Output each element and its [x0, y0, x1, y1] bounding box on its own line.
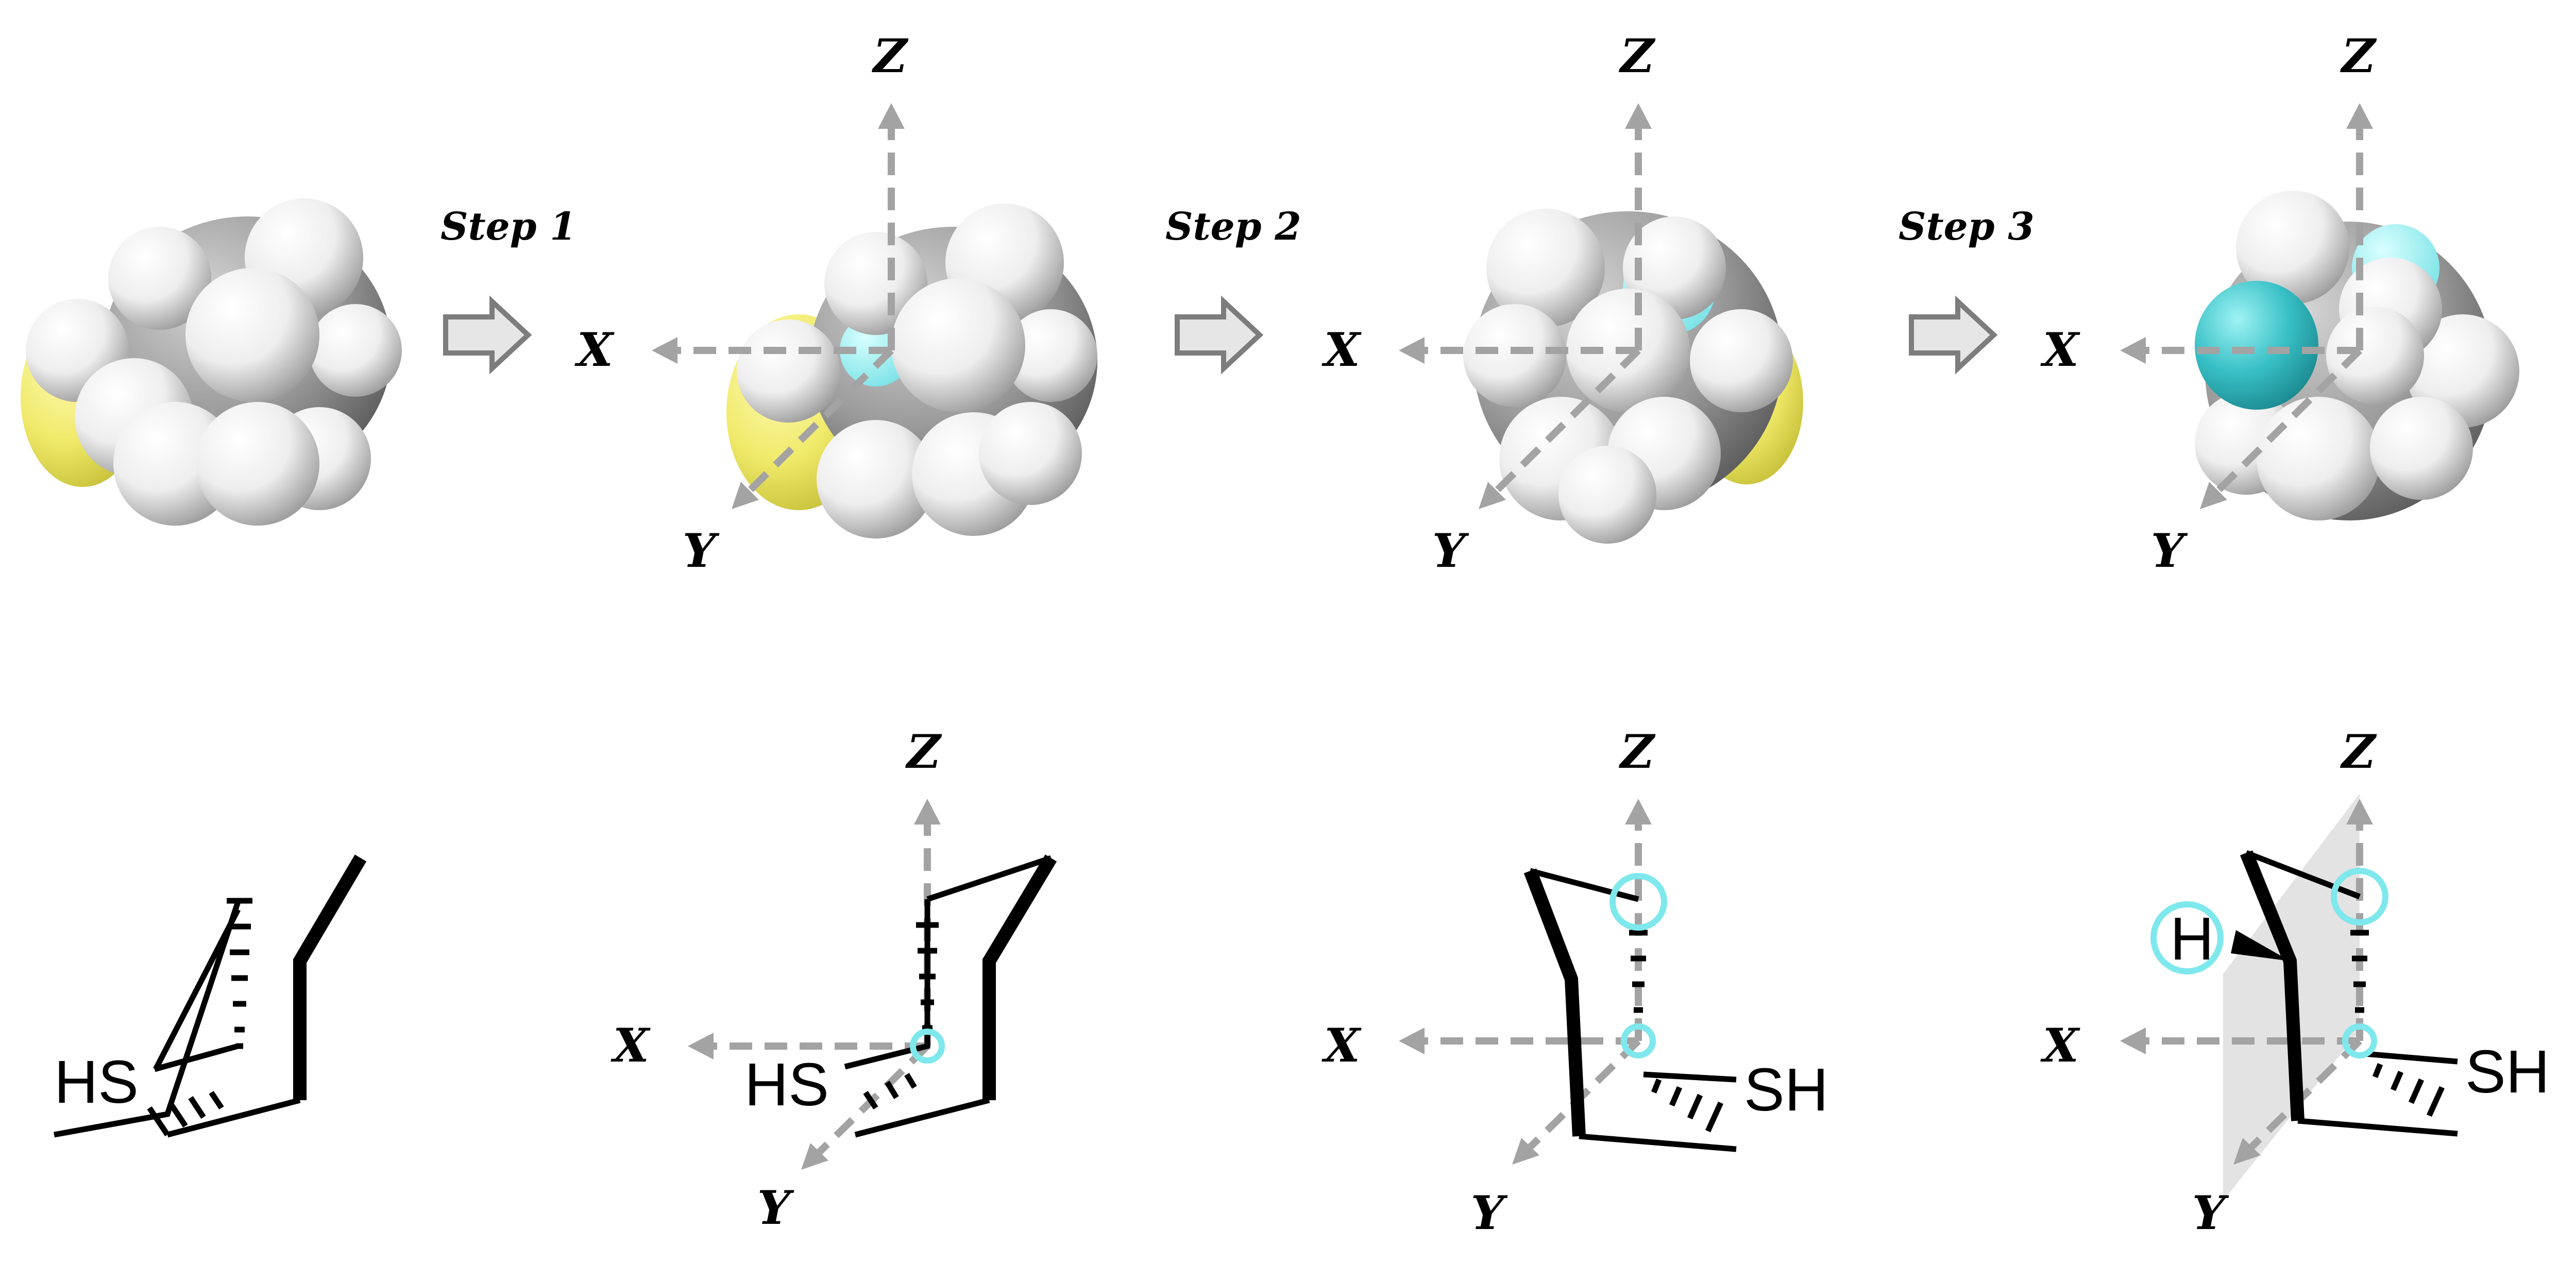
- axis-z-label: Z: [1619, 725, 1656, 779]
- axis-z-label: Z: [905, 725, 942, 779]
- line-structure-3: [1399, 799, 1737, 1165]
- axis-y-label: Y: [1432, 524, 1469, 578]
- axis-z-label: Z: [2340, 29, 2377, 83]
- step-3-arrow: [1909, 295, 1998, 375]
- stereocenter-marker: [1621, 1023, 1656, 1058]
- axis-z-label: Z: [1619, 29, 1656, 83]
- atom-label-hs: HS: [744, 1051, 829, 1119]
- step-2-arrow: [1175, 295, 1264, 375]
- axis-y-label: Y: [1471, 1186, 1508, 1240]
- axis-x-label: X: [2040, 1018, 2080, 1073]
- axis-x-label: X: [1321, 323, 1362, 377]
- atom-label-h: H: [2170, 905, 2214, 973]
- axis-x-label: X: [1321, 1018, 1362, 1073]
- line-structure-4: [2120, 794, 2458, 1201]
- axis-x-label: X: [2040, 323, 2080, 377]
- stereocenter-marker: [2342, 1023, 2377, 1058]
- axes-top-4: [2120, 103, 2373, 509]
- space-filling-model-3: [1463, 209, 1803, 544]
- axis-y-label: Y: [683, 524, 720, 578]
- space-filling-model-2: [726, 204, 1097, 539]
- axis-z-label: Z: [872, 29, 909, 83]
- stereocenter-marker: [1609, 873, 1667, 931]
- axis-z-label: Z: [2340, 725, 2377, 779]
- axes-top-2: [652, 103, 905, 509]
- atom-label-sh: SH: [1744, 1056, 1828, 1124]
- space-filling-model-4: [2195, 191, 2519, 520]
- hydrogen-marker: [2150, 901, 2224, 974]
- step-2-label: Step 2: [1165, 205, 1301, 249]
- axis-y-label: Y: [2192, 1186, 2229, 1240]
- line-structure-1: [54, 854, 367, 1138]
- stereocenter-marker: [910, 1029, 945, 1064]
- atom-label-sh: SH: [2465, 1038, 2550, 1106]
- step-1-label: Step 1: [440, 205, 577, 249]
- space-filling-model-1: [21, 198, 402, 526]
- axis-y-label: Y: [2151, 524, 2188, 578]
- atom-label-hs: HS: [54, 1048, 139, 1116]
- axes-top-3: [1399, 103, 1652, 509]
- step-3-label: Step 3: [1899, 205, 2035, 249]
- axis-x-label: X: [611, 1018, 651, 1073]
- step-1-arrow: [443, 295, 532, 375]
- axis-y-label: Y: [757, 1181, 794, 1235]
- axis-x-label: X: [574, 323, 615, 377]
- stereocenter-marker: [2331, 868, 2388, 926]
- line-structure-2: [688, 799, 1057, 1170]
